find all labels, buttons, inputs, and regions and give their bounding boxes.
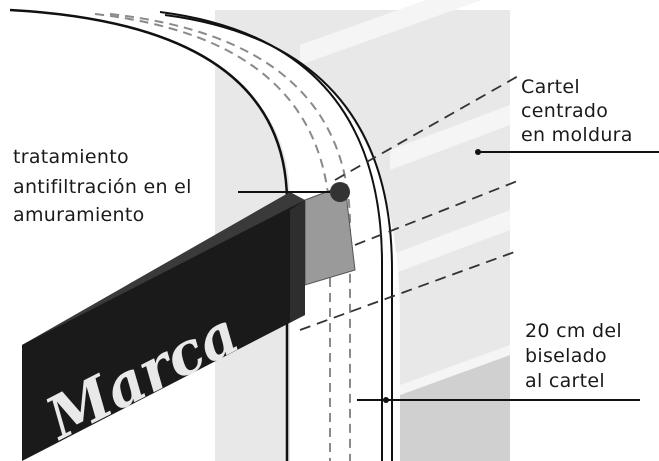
annotation-centered-line-2: centrado: [521, 100, 608, 122]
annotation-distance: 20 cm del biselado al cartel: [357, 320, 640, 403]
guide-line-middle: [354, 179, 521, 246]
annotation-treatment: tratamiento antifiltración en el amurami…: [13, 146, 330, 226]
mounting-bracket: [304, 182, 356, 286]
annotation-distance-line-2: biselado: [525, 345, 607, 367]
annotation-distance-line-1: 20 cm del: [525, 320, 622, 342]
wall-stripe-1: [300, 0, 482, 65]
guide-line-bottom: [299, 249, 521, 331]
wall-stripe-3: [390, 210, 510, 275]
annotation-treatment-line-2: antifiltración en el: [13, 176, 192, 198]
molding-outer-line: [9, 8, 289, 461]
annotation-centered: Cartel centrado en moldura: [475, 76, 659, 155]
annotation-treatment-line-1: tratamiento: [13, 146, 129, 168]
sign-face: [22, 200, 305, 461]
anchor-point: [330, 182, 350, 202]
annotation-centered-line-3: en moldura: [521, 124, 633, 146]
annotation-distance-line-3: al cartel: [525, 370, 605, 392]
annotation-treatment-line-3: amuramiento: [13, 204, 145, 226]
wall-panel-dark: [400, 355, 510, 461]
molding-line-1: [159, 11, 383, 461]
annotation-centered-dot: [475, 149, 481, 155]
wall-stripe-2: [390, 105, 510, 170]
guide-lines: [299, 74, 521, 331]
molding-line-2: [164, 14, 393, 461]
sign-shade: [290, 200, 305, 322]
annotation-centered-line-1: Cartel: [521, 76, 580, 98]
wall-stripe-4: [400, 345, 510, 395]
molding-inner-area: [10, 10, 400, 461]
annotation-distance-dot: [383, 397, 389, 403]
guide-dashed-1: [94, 13, 331, 461]
